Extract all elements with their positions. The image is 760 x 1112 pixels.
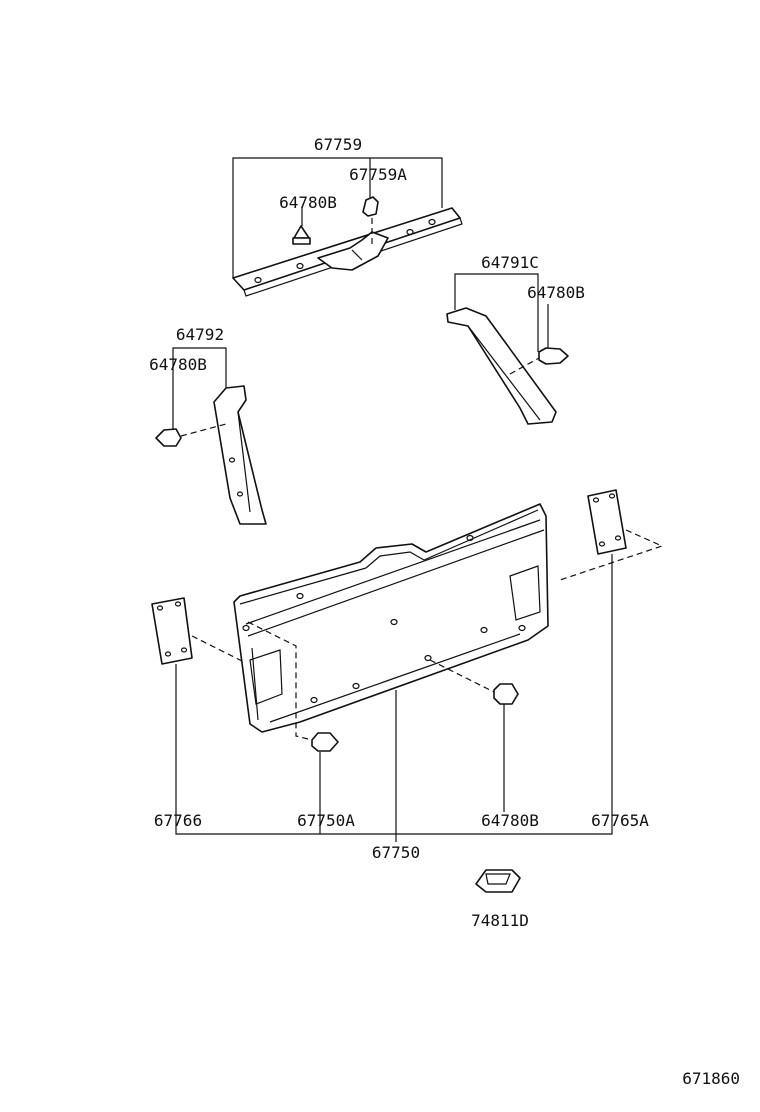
clip-67750A bbox=[311, 732, 339, 752]
label-64791C: 64791C bbox=[481, 253, 539, 272]
leader-67766-67765A bbox=[175, 554, 613, 835]
label-64780B-left: 64780B bbox=[149, 355, 207, 374]
upper-trim-67759 bbox=[232, 207, 463, 297]
pad-67765A bbox=[587, 489, 627, 555]
clip-64780B-right bbox=[538, 347, 569, 365]
label-64780B-top: 64780B bbox=[279, 193, 337, 212]
leader-64791C bbox=[454, 273, 539, 352]
label-67759A: 67759A bbox=[349, 165, 407, 184]
dash-67766 bbox=[191, 635, 245, 663]
label-67750: 67750 bbox=[372, 843, 420, 862]
dash-67765A bbox=[559, 529, 664, 581]
grommet-74811D bbox=[475, 869, 521, 893]
dash-64780B-left bbox=[180, 423, 227, 437]
label-74811D: 74811D bbox=[471, 911, 529, 930]
leader-67759 bbox=[232, 157, 443, 278]
label-64780B-bottom: 64780B bbox=[481, 811, 539, 830]
dash-64780B-bottom bbox=[429, 659, 495, 693]
clip-67759A bbox=[362, 196, 379, 217]
dash-67750A bbox=[247, 621, 313, 741]
pillar-trim-64791C bbox=[446, 307, 557, 425]
label-67759: 67759 bbox=[314, 135, 362, 154]
label-67766: 67766 bbox=[154, 811, 202, 830]
clip-64780B-left bbox=[155, 428, 182, 447]
label-64780B-right: 64780B bbox=[527, 283, 585, 302]
figure-number: 671860 bbox=[682, 1069, 740, 1088]
label-64792: 64792 bbox=[176, 325, 224, 344]
clip-64780B-top bbox=[292, 225, 311, 245]
pillar-trim-64792 bbox=[213, 385, 267, 525]
leader-64792 bbox=[172, 347, 227, 430]
trim-board-67750 bbox=[233, 503, 549, 733]
dash-64780B-right bbox=[509, 357, 540, 375]
pad-67766 bbox=[151, 597, 193, 665]
label-67765A: 67765A bbox=[591, 811, 649, 830]
clip-64780B-bottom bbox=[493, 683, 519, 705]
label-67750A: 67750A bbox=[297, 811, 355, 830]
